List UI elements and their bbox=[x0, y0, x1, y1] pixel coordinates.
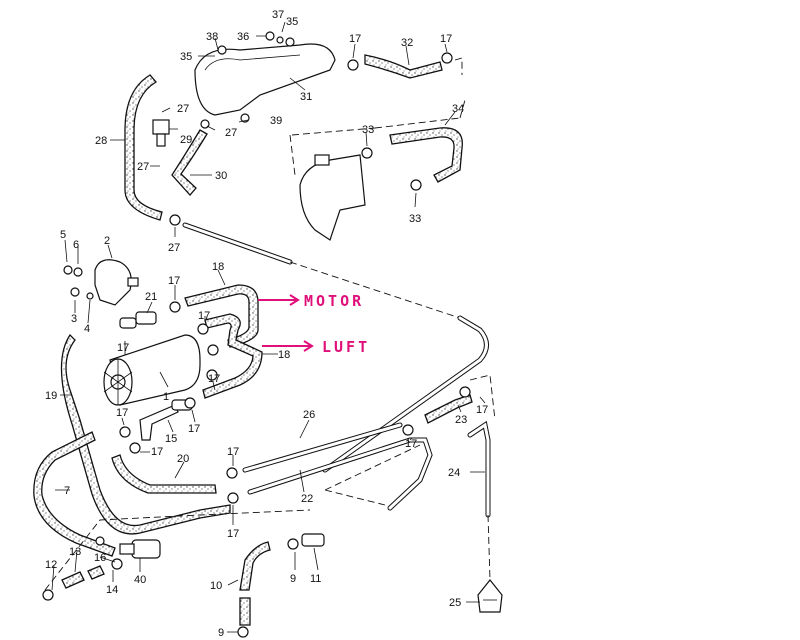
leader-lines bbox=[51, 21, 486, 633]
callout-3: 3 bbox=[71, 313, 77, 325]
callout-20: 20 bbox=[177, 453, 189, 465]
pipe-22 bbox=[247, 437, 413, 495]
callout-27-c: 27 bbox=[137, 161, 149, 173]
carbon-canister-1 bbox=[103, 334, 201, 406]
callout-30: 30 bbox=[215, 170, 227, 182]
callout-17-b: 17 bbox=[440, 33, 452, 45]
callout-34: 34 bbox=[452, 103, 464, 115]
callout-15: 15 bbox=[165, 433, 177, 445]
hose-20 bbox=[111, 454, 217, 494]
dash-top-right bbox=[454, 57, 463, 75]
callout-22: 22 bbox=[301, 493, 313, 505]
callout-17-g: 17 bbox=[116, 407, 128, 419]
pipe-26 bbox=[242, 422, 403, 473]
callout-23: 23 bbox=[455, 414, 467, 426]
callout-17-f: 17 bbox=[208, 373, 220, 385]
callout-17-j: 17 bbox=[227, 446, 239, 458]
tube-main bbox=[182, 222, 293, 265]
callout-27-b: 27 bbox=[225, 127, 237, 139]
callout-33-a: 33 bbox=[362, 124, 374, 136]
hose-18-upper bbox=[184, 284, 259, 348]
engine-outline bbox=[299, 154, 366, 241]
callout-17-d: 17 bbox=[198, 310, 210, 322]
callout-39: 39 bbox=[270, 115, 282, 127]
valve-40 bbox=[119, 539, 161, 559]
callout-21: 21 bbox=[145, 291, 157, 303]
hose-7 bbox=[33, 431, 116, 557]
annotation-motor-label: MOTOR bbox=[304, 292, 364, 310]
callout-32: 32 bbox=[401, 37, 413, 49]
callout-17-h: 17 bbox=[188, 423, 200, 435]
callout-18-b: 18 bbox=[278, 349, 290, 361]
fitting-11 bbox=[301, 533, 325, 547]
hose-28 bbox=[124, 74, 163, 221]
callout-11: 11 bbox=[310, 573, 321, 585]
callout-27-d: 27 bbox=[168, 242, 180, 254]
callout-6: 6 bbox=[73, 239, 79, 251]
dash-25 bbox=[487, 514, 491, 581]
hose-18-lower bbox=[202, 313, 263, 399]
callout-19: 19 bbox=[45, 390, 57, 402]
callout-38: 38 bbox=[206, 31, 218, 43]
dash-lower-left bbox=[44, 509, 311, 591]
annotation-luft-label: LUFT bbox=[322, 338, 370, 356]
callout-17-a: 17 bbox=[349, 33, 361, 45]
callout-17-l: 17 bbox=[405, 438, 417, 450]
callout-17-e: 17 bbox=[117, 342, 129, 354]
callout-35-top: 35 bbox=[286, 16, 298, 28]
callout-14: 14 bbox=[106, 584, 118, 596]
callout-18-a: 18 bbox=[212, 261, 224, 273]
hose-32 bbox=[364, 54, 443, 79]
callout-17-m: 17 bbox=[476, 404, 488, 416]
callout-1: 1 bbox=[163, 391, 169, 403]
bracket-2 bbox=[94, 259, 139, 306]
annotation-luft: LUFT bbox=[262, 338, 370, 356]
callout-9-b: 9 bbox=[218, 627, 224, 639]
callout-17-c: 17 bbox=[168, 275, 180, 287]
callout-4: 4 bbox=[84, 323, 90, 335]
callout-31: 31 bbox=[300, 91, 312, 103]
hose-10 bbox=[239, 541, 271, 626]
tube-right bbox=[322, 315, 489, 473]
callout-36: 36 bbox=[237, 31, 249, 43]
callout-17-i: 17 bbox=[151, 446, 163, 458]
callout-26: 26 bbox=[303, 409, 315, 421]
callout-12: 12 bbox=[45, 559, 57, 571]
callout-9-a: 9 bbox=[290, 573, 296, 585]
callout-24: 24 bbox=[448, 467, 460, 479]
callout-29: 29 bbox=[180, 134, 192, 146]
callout-25: 25 bbox=[449, 597, 461, 609]
callout-40: 40 bbox=[134, 574, 146, 586]
hose-34 bbox=[389, 127, 463, 183]
callout-17-k: 17 bbox=[227, 528, 239, 540]
dash-main bbox=[289, 261, 461, 319]
air-box-housing bbox=[194, 43, 336, 116]
clamps bbox=[42, 31, 471, 638]
callout-numbers: 38 36 37 35 35 17 32 17 31 27 27 29 28 2… bbox=[45, 9, 488, 639]
grommet-25 bbox=[477, 579, 503, 613]
callout-35: 35 bbox=[180, 51, 192, 63]
callout-2: 2 bbox=[104, 235, 110, 247]
callout-5: 5 bbox=[60, 229, 66, 241]
dash-mid-right bbox=[324, 374, 496, 506]
callout-28: 28 bbox=[95, 135, 107, 147]
callout-7: 7 bbox=[64, 485, 70, 497]
callout-16: 16 bbox=[94, 552, 106, 564]
callout-27-a: 27 bbox=[177, 103, 189, 115]
callout-33-b: 33 bbox=[409, 213, 421, 225]
callout-10: 10 bbox=[210, 580, 222, 592]
hose-23 bbox=[424, 394, 473, 424]
hose-13 bbox=[61, 565, 105, 589]
pipe-lower-right bbox=[387, 420, 491, 518]
valve-29 bbox=[152, 119, 170, 147]
annotation-motor: MOTOR bbox=[258, 292, 364, 310]
callout-13: 13 bbox=[69, 546, 81, 558]
callout-37: 37 bbox=[272, 9, 284, 21]
fitting-21 bbox=[119, 311, 157, 329]
hose-30 bbox=[171, 129, 208, 196]
